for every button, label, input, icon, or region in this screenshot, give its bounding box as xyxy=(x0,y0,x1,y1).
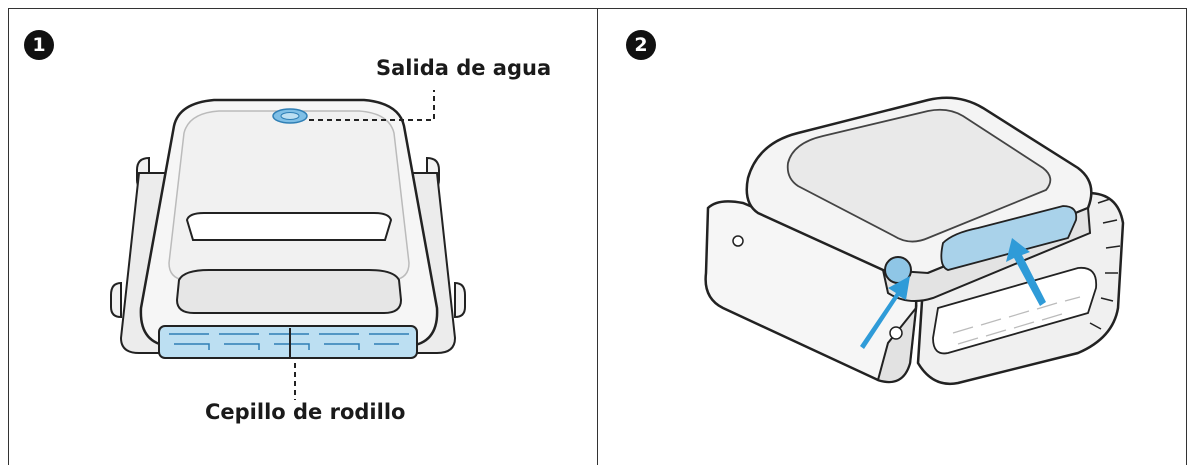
right-lower-cap xyxy=(454,281,466,319)
roller-brush xyxy=(158,325,418,359)
top-cover xyxy=(168,110,410,281)
water-outlet-leader xyxy=(309,90,435,121)
roller-brush xyxy=(932,266,1098,355)
panel-divider xyxy=(597,8,598,465)
robot-front-view xyxy=(110,90,466,400)
step-badge-1: 1 xyxy=(24,30,54,60)
front-bumper xyxy=(175,269,403,314)
left-track-edge xyxy=(876,304,918,383)
top-cover xyxy=(786,108,1052,243)
side-screw-1 xyxy=(732,235,744,247)
panel-step-2: 2 xyxy=(598,8,1186,465)
side-screw-2 xyxy=(889,326,903,340)
label-roller-brush: Cepillo de rodillo xyxy=(205,400,406,424)
panel-step-1: 1 Salida de agua Cepillo de rodill xyxy=(9,8,597,465)
label-water-outlet: Salida de agua xyxy=(376,56,552,80)
robot-iso-view xyxy=(704,96,1125,386)
inlet-opening xyxy=(940,205,1078,271)
front-recess xyxy=(185,212,393,241)
arrow-icon xyxy=(860,238,1046,349)
step-badge-2: 2 xyxy=(626,30,656,60)
left-lower-cap xyxy=(110,281,122,319)
right-track-treads xyxy=(1089,198,1121,330)
